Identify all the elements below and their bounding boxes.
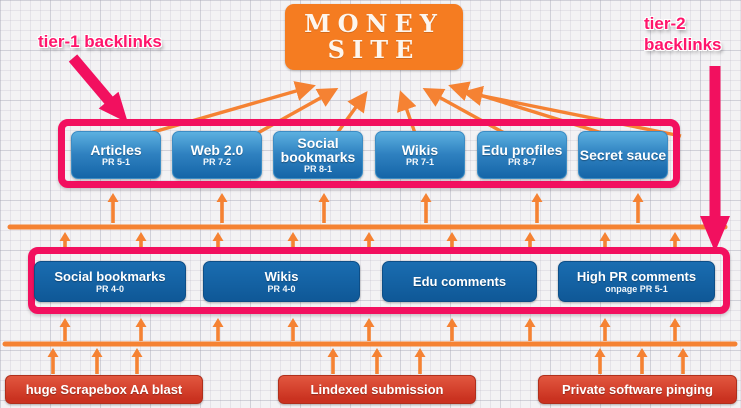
up-arrow-icon <box>669 318 681 341</box>
up-arrow-icon <box>135 318 147 341</box>
tier2-box-pr: PR 4-0 <box>95 283 124 294</box>
tier2-box-label: Edu comments <box>412 273 507 289</box>
up-arrow-icon <box>414 348 426 374</box>
tier1-callout-label: tier-1 backlinks <box>38 32 162 51</box>
money-site-title-line2: SITE <box>327 35 421 64</box>
tier2-box-edu-comments: Edu comments <box>382 261 537 302</box>
up-arrow-icon <box>318 193 330 223</box>
up-arrow-icon <box>216 193 228 223</box>
tier1-box-pr: PR 7-2 <box>202 156 231 167</box>
up-arrow-icon <box>636 348 648 374</box>
tier1-callout-arrow-icon <box>68 54 128 123</box>
up-arrow-icon <box>59 318 71 341</box>
tier1-box-wikis: Wikis PR 7-1 <box>375 131 465 179</box>
tier1-box-pr: PR 8-7 <box>507 156 536 167</box>
up-arrow-icon <box>524 318 536 341</box>
tier2-callout-arrow-icon <box>700 66 730 252</box>
tier1-box-label: Web 2.0 <box>190 141 244 158</box>
tier1-box-label: Wikis <box>401 141 439 158</box>
tier1-box-edu-profiles: Edu profiles PR 8-7 <box>477 131 567 179</box>
up-arrow-icon <box>327 348 339 374</box>
up-arrow-icon <box>363 318 375 341</box>
up-arrow-icon <box>287 318 299 341</box>
up-arrow-icon <box>677 348 689 374</box>
tier2-callout-line2: backlinks <box>644 35 722 54</box>
tier1-box-web20: Web 2.0 PR 7-2 <box>172 131 262 179</box>
tier2-highlight-frame <box>28 247 730 314</box>
up-arrow-icon <box>632 193 644 223</box>
up-arrow-icon <box>420 193 432 223</box>
bottom-box-scrapebox-blast: huge Scrapebox AA blast <box>5 375 203 404</box>
tier2-box-label: Social bookmarks <box>54 268 166 284</box>
tier2-box-pr: onpage PR 5-1 <box>605 283 668 294</box>
tier2-box-high-pr-comments: High PR comments onpage PR 5-1 <box>558 261 715 302</box>
money-site-title-line1: MONEY <box>304 9 444 38</box>
tier1-highlight-frame <box>58 119 680 188</box>
tier2-callout-line1: tier-2 <box>644 14 686 33</box>
up-arrow-icon <box>212 318 224 341</box>
tier2-box-wikis: Wikis PR 4-0 <box>203 261 360 302</box>
tier1-box-pr: PR 7-1 <box>405 156 434 167</box>
tier2-box-social-bookmarks: Social bookmarks PR 4-0 <box>34 261 186 302</box>
tier2-callout-label: tier-2 backlinks <box>644 13 722 55</box>
up-arrow-icon <box>594 348 606 374</box>
tier2-box-label: High PR comments <box>576 268 697 284</box>
tier2-box-label: Wikis <box>264 268 299 284</box>
up-arrow-icon <box>599 318 611 341</box>
up-arrow-icon <box>107 193 119 223</box>
tier1-box-pr: PR 8-1 <box>303 163 332 174</box>
up-arrow-icon <box>371 348 383 374</box>
up-arrow-icon <box>131 348 143 374</box>
tier1-box-label: Edu profiles <box>481 141 563 158</box>
tier1-box-pr: PR 5-1 <box>101 156 130 167</box>
bottom-box-lindexed-submission: Lindexed submission <box>278 375 476 404</box>
bottom-box-private-software-pinging: Private software pinging <box>538 375 737 404</box>
up-arrow-icon <box>446 318 458 341</box>
up-arrow-icon <box>91 348 103 374</box>
up-arrow-icon <box>47 348 59 374</box>
tier1-box-label: Secret sauce <box>579 147 667 163</box>
tier1-box-label: Articles <box>90 141 142 158</box>
tier1-box-articles: Articles PR 5-1 <box>71 131 161 179</box>
money-site-box: MONEY SITE <box>285 4 463 70</box>
tier2-box-pr: PR 4-0 <box>267 283 296 294</box>
tier1-box-label: Social bookmarks <box>280 134 356 165</box>
tier1-box-secret-sauce: Secret sauce <box>578 131 668 179</box>
tier1-box-social-bookmarks: Social bookmarks PR 8-1 <box>273 131 363 179</box>
up-arrow-icon <box>531 193 543 223</box>
